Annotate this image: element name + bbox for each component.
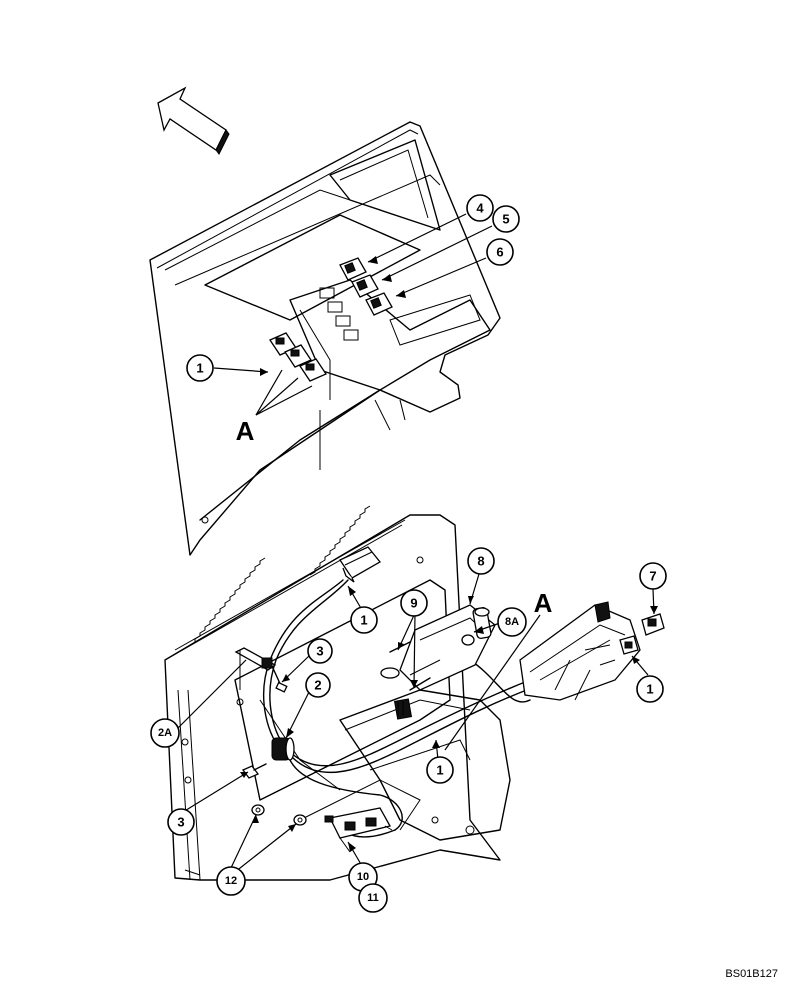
callout-11: 11 <box>358 883 388 913</box>
svg-text:3: 3 <box>177 815 184 830</box>
svg-text:5: 5 <box>502 212 509 227</box>
detail-label-a-bottom: A <box>534 588 553 618</box>
svg-text:1: 1 <box>436 763 443 778</box>
svg-text:6: 6 <box>496 245 503 260</box>
svg-text:1: 1 <box>646 682 653 697</box>
svg-text:1: 1 <box>196 361 203 376</box>
callout-8: 8 <box>467 547 495 575</box>
switch-7 <box>619 613 665 655</box>
svg-text:7: 7 <box>649 569 656 584</box>
switch-connector-group-a <box>269 332 327 382</box>
callout-9: 9 <box>400 589 428 617</box>
switch-10-11 <box>324 807 393 853</box>
rocker-switch-6 <box>365 292 393 316</box>
svg-text:3: 3 <box>316 644 323 659</box>
leader-lines-upper <box>213 213 493 416</box>
mounting-bracket-2a <box>234 647 277 690</box>
callout-2a: 2A <box>150 718 180 748</box>
callout-12: 12 <box>216 866 246 896</box>
svg-text:8: 8 <box>477 554 484 569</box>
svg-text:1: 1 <box>360 613 367 628</box>
callout-2: 2 <box>305 672 331 698</box>
callout-1-mid: 1 <box>426 756 454 784</box>
callout-1-lamp: 1 <box>350 606 378 634</box>
callout-6: 6 <box>486 238 514 266</box>
callout-1-top: 1 <box>186 354 214 382</box>
key-switch-2 <box>271 737 295 761</box>
detail-label-a-top: A <box>236 416 255 446</box>
screw-3-upper <box>271 665 288 693</box>
callout-3-upper: 3 <box>307 638 333 664</box>
callout-4: 4 <box>466 194 494 222</box>
washer-12 <box>251 804 307 826</box>
terminal-block <box>393 698 413 720</box>
rocker-switch-5 <box>351 274 379 298</box>
callout-8a: 8A <box>497 607 527 637</box>
handle-shroud <box>519 601 641 701</box>
svg-text:11: 11 <box>367 892 379 904</box>
svg-text:2: 2 <box>314 678 321 693</box>
callout-3-lower: 3 <box>167 808 195 836</box>
rocker-switch-4 <box>339 257 367 281</box>
callout-7: 7 <box>639 562 667 590</box>
svg-text:8A: 8A <box>505 616 519 628</box>
screw-3-lower <box>241 763 267 779</box>
svg-text:4: 4 <box>476 201 484 216</box>
svg-text:10: 10 <box>357 871 369 883</box>
leader-lines-lower <box>172 573 658 873</box>
callout-1-right: 1 <box>636 675 664 703</box>
drawing-code: BS01B127 <box>725 968 778 980</box>
svg-text:2A: 2A <box>158 727 172 739</box>
svg-text:9: 9 <box>410 596 417 611</box>
callout-5: 5 <box>492 205 520 233</box>
lamp-assembly <box>339 546 381 583</box>
upper-console-panel <box>149 121 501 556</box>
direction-arrow-icon <box>157 86 230 155</box>
svg-text:12: 12 <box>225 875 237 887</box>
